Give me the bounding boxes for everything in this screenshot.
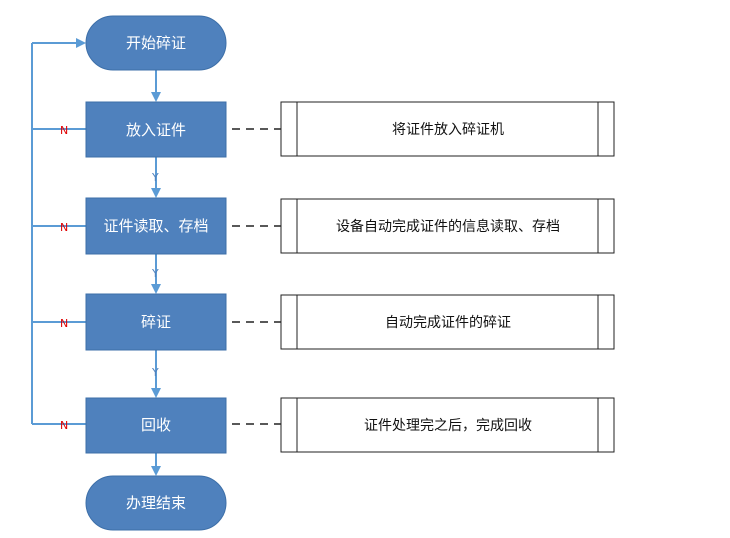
end-node: 办理结束	[85, 475, 227, 531]
no-label-3: N	[60, 317, 68, 330]
description-box-3: 自动完成证件的碎证	[280, 294, 615, 350]
no-label-4: N	[60, 419, 68, 432]
start-node: 开始碎证	[85, 15, 227, 71]
description-box-2: 设备自动完成证件的信息读取、存档	[280, 198, 615, 254]
step-node-3: 碎证	[85, 293, 227, 351]
step-node-3-label: 碎证	[141, 313, 171, 331]
step-node-4: 回收	[85, 397, 227, 454]
end-node-label: 办理结束	[126, 494, 186, 512]
step-node-4-label: 回收	[141, 416, 171, 434]
description-box-3-text: 自动完成证件的碎证	[385, 315, 511, 331]
step-node-2-label: 证件读取、存档	[103, 217, 208, 235]
step-node-2: 证件读取、存档	[85, 197, 227, 255]
description-box-2-text: 设备自动完成证件的信息读取、存档	[336, 218, 560, 235]
yes-label-2: Y	[151, 267, 159, 280]
description-box-1-text: 将证件放入碎证机	[392, 122, 504, 138]
no-label-1: N	[60, 124, 68, 137]
yes-label-3: Y	[151, 366, 159, 379]
annotation-connectors	[232, 128, 281, 425]
start-node-label: 开始碎证	[126, 34, 186, 52]
loop-back-connector	[31, 38, 86, 425]
description-box-4-text: 证件处理完之后，完成回收	[364, 418, 532, 434]
description-box-1: 将证件放入碎证机	[280, 101, 615, 157]
step-node-1: 放入证件	[85, 101, 227, 158]
description-box-4: 证件处理完之后，完成回收	[280, 397, 615, 453]
step-node-1-label: 放入证件	[126, 121, 186, 139]
no-label-2: N	[60, 221, 68, 234]
yes-label-1: Y	[151, 171, 159, 184]
